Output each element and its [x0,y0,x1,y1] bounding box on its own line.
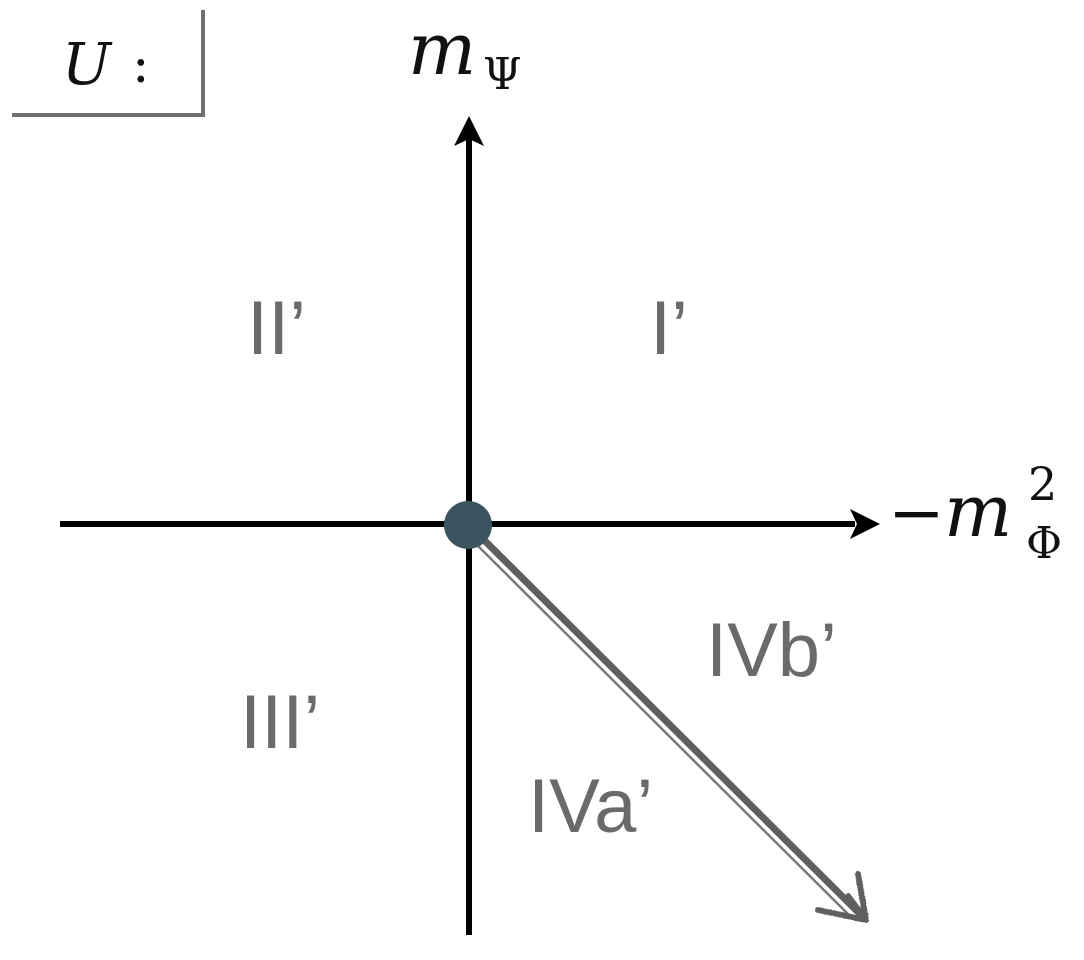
origin-dot [444,501,492,549]
vertical-axis-label-base: m [408,7,476,91]
vertical-axis-label: m Ψ [408,7,522,100]
horizontal-axis-label-minus: − [888,474,945,553]
region-label-q3: III’ [240,680,320,765]
horizontal-axis-label: − m 2 Φ [888,457,1062,569]
horizontal-axis-label-base: m [944,469,1012,553]
vertical-axis-arrowhead [454,116,484,146]
label-box-symbol: U [62,30,113,98]
label-box-colon: : [132,35,150,95]
diagonal-arrow-shaft [472,528,862,916]
horizontal-axis-arrowhead [850,509,880,539]
diagonal-arrow-shaft-sketch [468,536,854,920]
vertical-axis-label-subscript: Ψ [483,49,522,100]
label-box: U : [12,10,205,117]
diagonal-arrow-head [815,871,869,923]
region-label-q4b: IVb’ [706,608,837,693]
region-label-q4a: IVa’ [528,764,653,849]
horizontal-axis-label-superscript: 2 [1028,457,1057,511]
region-label-q2: II’ [247,286,306,371]
region-label-q1: I’ [650,286,688,371]
diagonal-arrow [468,528,869,923]
horizontal-axis-label-subscript: Φ [1026,518,1062,569]
